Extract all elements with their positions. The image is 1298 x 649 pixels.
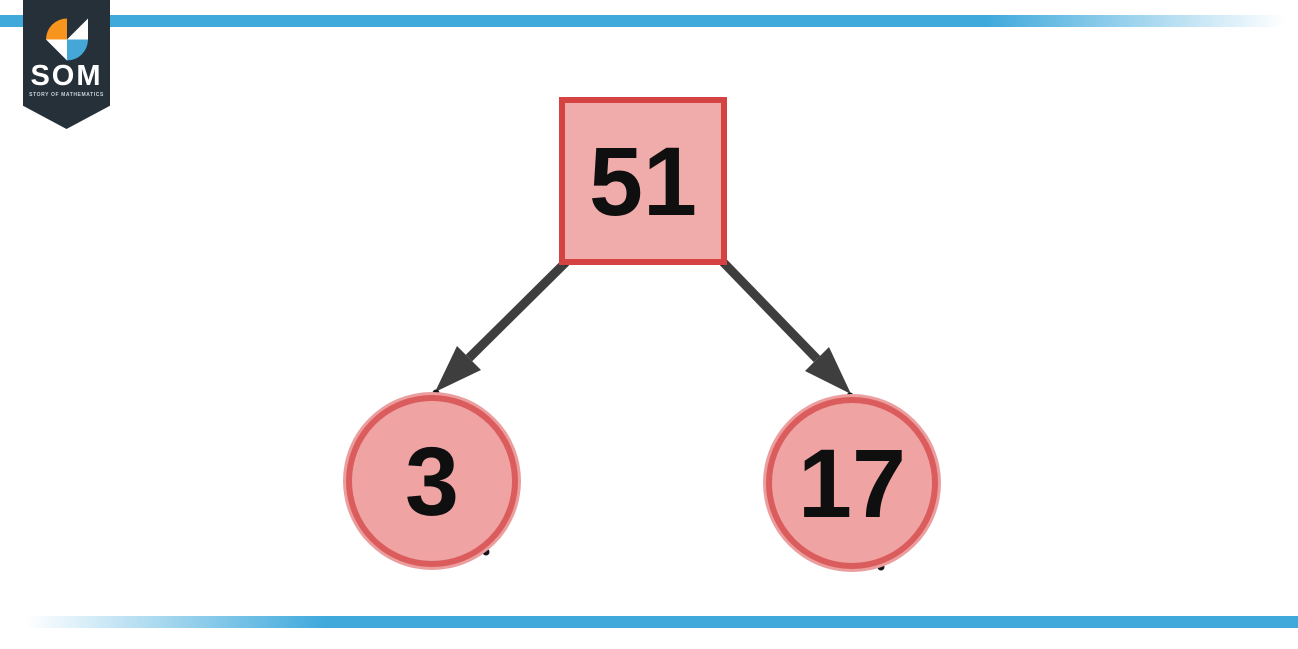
factor-node-right: 17 [766, 397, 938, 569]
top-divider-line [0, 15, 1298, 27]
arrowhead-left-icon [435, 346, 481, 392]
factor-node-left-label: 3 [405, 426, 459, 536]
factor-node-left: 3 [346, 395, 518, 567]
som-logo-icon [46, 18, 88, 61]
arrow-right-edge [719, 258, 851, 394]
som-logo: SOM STORY OF MATHEMATICS [23, 0, 110, 129]
brand-name: SOM [30, 60, 103, 92]
arrow-left-edge [435, 258, 570, 392]
root-node-label: 51 [589, 126, 697, 236]
bottom-divider-line [0, 616, 1298, 628]
brand-tagline: STORY OF MATHEMATICS [29, 92, 104, 98]
arrowhead-right-icon [805, 347, 851, 394]
factor-node-right-label: 17 [798, 428, 906, 538]
root-node: 51 [559, 97, 727, 265]
